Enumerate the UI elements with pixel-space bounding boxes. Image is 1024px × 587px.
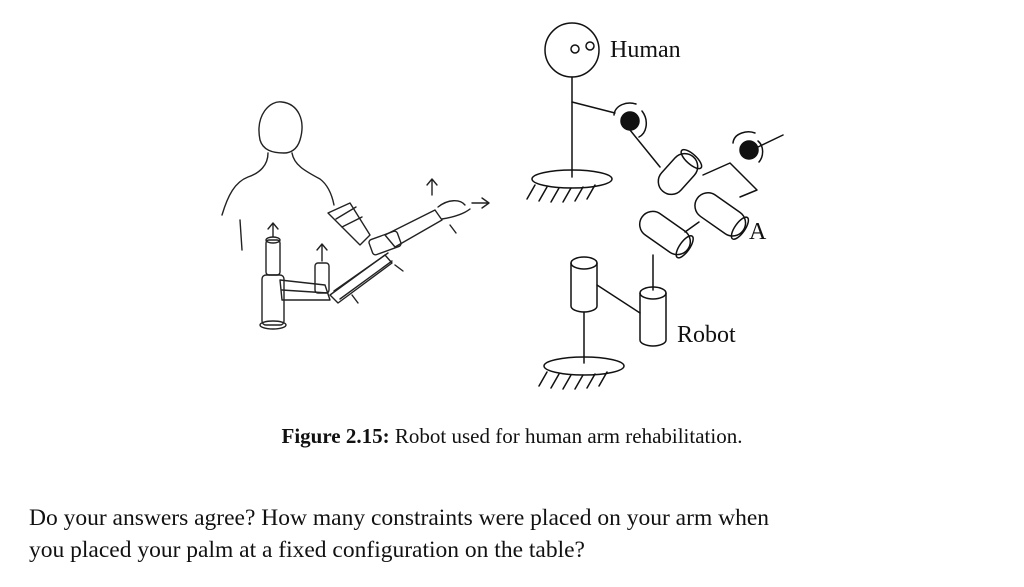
forearm-link [702, 162, 758, 198]
robot-base-foot [259, 320, 287, 330]
human-eye-left [570, 44, 580, 54]
robot-base [543, 356, 625, 376]
robot-forearm-link [329, 254, 393, 304]
label-human: Human [610, 37, 681, 63]
person-right-shoulder [291, 152, 335, 206]
upper-arm-link [629, 129, 661, 168]
person-hand [437, 200, 471, 220]
robot-ground-hatch [538, 371, 608, 390]
rotation-arrow [267, 222, 279, 238]
robot-upper-column [265, 239, 281, 276]
wrist-ball-joint [739, 140, 759, 160]
human-shoulder-link [571, 101, 616, 114]
robot-lower-right-cylinder [639, 286, 667, 347]
body-line-1: Do your answers agree? How many constrai… [29, 505, 769, 531]
person-torso-line [239, 219, 243, 251]
body-line-2: you placed your palm at a fixed configur… [29, 537, 585, 563]
robot-link-1 [279, 279, 331, 301]
joint-a-cylinder [694, 192, 750, 240]
robot-base-cylinder [570, 256, 598, 313]
person-left-shoulder [221, 152, 269, 216]
label-robot: Robot [677, 322, 736, 348]
person-head [258, 101, 303, 154]
robot-joint-cylinder [638, 210, 694, 259]
human-eye-right [585, 41, 595, 51]
kinematic-schematic [526, 22, 784, 390]
shoulder-ball-joint [620, 111, 640, 131]
person-upper-arm [327, 202, 371, 246]
hand-link [757, 134, 784, 148]
robot-connecting-link [596, 284, 641, 314]
robot-elbow-joint [314, 262, 330, 294]
elbow-cylinder [657, 148, 703, 196]
human-ground-hatch [526, 184, 596, 203]
body-paragraph: Do your answers agree? How many constrai… [29, 502, 1009, 566]
figure-number: Figure 2.15: [281, 424, 390, 448]
figure-caption-text: Robot used for human arm rehabilitation. [394, 424, 743, 448]
figure: Human A Robot [221, 22, 784, 390]
robot-wrist [368, 230, 402, 256]
figure-caption: Figure 2.15: Robot used for human arm re… [0, 424, 1024, 449]
rehabilitation-sketch [221, 101, 490, 330]
label-joint-a: A [749, 219, 767, 245]
person-forearm [384, 209, 443, 248]
human-base [531, 169, 613, 189]
